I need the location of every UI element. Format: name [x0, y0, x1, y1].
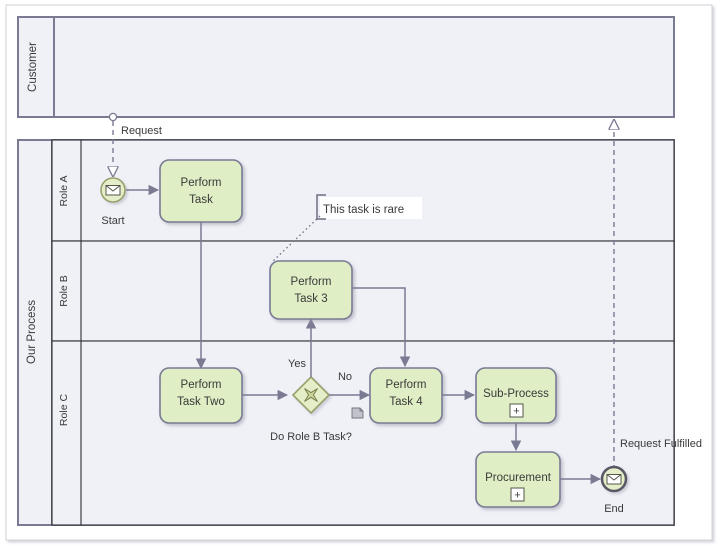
lane-role-c-label: Role C	[58, 394, 70, 427]
procurement-label: Procurement	[485, 472, 552, 484]
task-sub-process[interactable]: Sub-Process +	[475, 367, 557, 424]
event-start[interactable]: Start	[100, 177, 126, 227]
task-perform-task-4-label-1: Perform	[386, 379, 427, 391]
pool-customer-label: Customer	[27, 42, 39, 92]
annotation-background	[320, 197, 422, 219]
lane-role-c[interactable]: Role C	[51, 340, 675, 526]
envelope-icon	[105, 185, 121, 196]
annotation-connector	[271, 215, 321, 263]
annotation-rare-note[interactable]: This task is rare	[271, 194, 422, 263]
sub-process-label: Sub-Process	[483, 388, 549, 400]
message-flow-source-dot	[108, 112, 118, 122]
task-perform-task-box	[159, 159, 243, 223]
lane-role-b-body	[51, 240, 675, 342]
annotation-bracket	[316, 194, 326, 220]
task-perform-task-two-label-1: Perform	[181, 379, 222, 391]
task-perform-task-3-box	[269, 260, 353, 320]
sub-process-marker: +	[513, 406, 519, 418]
task-perform-task-4-label-2: Task 4	[389, 396, 423, 408]
task-perform-task-label-2: Task	[189, 194, 213, 206]
lane-role-a-label: Role A	[58, 176, 70, 207]
task-perform-task-3[interactable]: Perform Task 3	[269, 260, 353, 320]
expand-plus-icon[interactable]: +	[510, 487, 525, 502]
pool-customer-body	[17, 16, 675, 118]
task-perform-task-label-1: Perform	[181, 177, 222, 189]
lane-role-c-header	[51, 340, 82, 526]
lane-role-c-body	[51, 340, 675, 526]
task-procurement[interactable]: Procurement +	[475, 451, 561, 508]
start-event-label: Start	[101, 215, 124, 227]
lane-role-a-header	[51, 139, 82, 242]
flow-label-request-fulfilled: Request Fulfilled	[620, 438, 702, 450]
note-marker-icon	[351, 407, 364, 419]
gateway-label: Do Role B Task?	[270, 431, 352, 443]
pool-customer-header	[17, 16, 55, 118]
message-flow-request[interactable]: Request	[108, 112, 162, 176]
annotation-text: This task is rare	[323, 204, 404, 216]
event-end[interactable]: End	[600, 465, 628, 515]
end-event-label: End	[604, 503, 624, 515]
flow-label-yes: Yes	[288, 358, 306, 370]
flow-label-request: Request	[121, 125, 162, 137]
task-perform-task-4[interactable]: Perform Task 4	[369, 367, 443, 424]
envelope-icon	[606, 474, 622, 485]
flow-task-3-to-task-4	[352, 287, 411, 368]
task-perform-task-two[interactable]: Perform Task Two	[159, 367, 243, 424]
gateway-do-role-b-task[interactable]: Do Role B Task?	[270, 375, 352, 443]
expand-plus-icon[interactable]: +	[509, 403, 524, 418]
task-perform-task-3-label-1: Perform	[291, 276, 332, 288]
flow-label-no: No	[338, 371, 352, 383]
exclusive-x-icon	[304, 388, 318, 402]
task-perform-task-3-label-2: Task 3	[294, 293, 327, 305]
lane-role-b[interactable]: Role B	[51, 240, 675, 342]
lane-role-b-label: Role B	[58, 275, 70, 307]
pool-our-process-label: Our Process	[26, 300, 38, 364]
task-perform-task-two-label-2: Task Two	[177, 396, 225, 408]
task-perform-task[interactable]: Perform Task	[159, 159, 243, 223]
procurement-marker: +	[514, 490, 520, 502]
pool-customer[interactable]: Customer	[17, 16, 675, 118]
